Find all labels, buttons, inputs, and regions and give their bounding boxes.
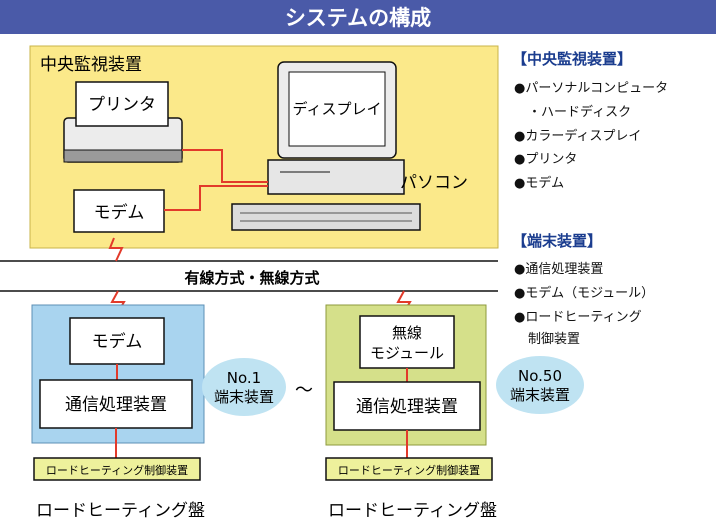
pc-label: パソコン	[400, 173, 468, 193]
terminal-unit-1: モデム 通信処理装置 ロードヒーティング制御装置 ロードヒーティング盤	[31, 304, 205, 521]
central-network-link	[108, 237, 124, 262]
terminal2-board-label: ロードヒーティング盤	[328, 501, 497, 521]
terminal2-processor-label: 通信処理装置	[356, 397, 458, 417]
legend-terminal-heading: 【端末装置】	[512, 232, 602, 250]
terminal-unit-50: 無線 モジュール 通信処理装置 ロードヒーティング制御装置 ロードヒーティング盤	[325, 304, 497, 521]
legend-central-item: ●プリンタ	[514, 152, 577, 167]
legend-terminal-item: ●ロードヒーティング	[514, 310, 642, 325]
monitor-screen	[288, 71, 386, 147]
terminal2-processor-box	[333, 381, 481, 431]
terminal1-badge-label: 端末装置	[214, 388, 274, 406]
terminal1-badge-number: No.1	[227, 369, 261, 387]
terminal2-controller-box	[325, 457, 493, 481]
central-monitoring-area: 中央監視装置 プリンタ モデム ディスプレイ パソコン	[29, 45, 499, 249]
pc-unit	[267, 159, 405, 195]
legend: 【中央監視装置】 ●パーソナルコンピュータ ・ハードディスク ●カラーディスプレ…	[512, 50, 668, 347]
terminal1-modem-box	[69, 317, 165, 365]
printer-pc-link	[182, 149, 268, 183]
legend-central-item: ●モデム	[514, 175, 564, 191]
terminal2-module-label-line1: 無線	[392, 324, 422, 342]
terminal50-badge-label: 端末装置	[510, 386, 570, 404]
legend-central-item: ・ハードディスク	[528, 104, 631, 120]
terminal2-controller-label: ロードヒーティング制御装置	[338, 463, 480, 477]
terminal1-controller-label: ロードヒーティング制御装置	[46, 463, 188, 477]
central-modem-label: モデム	[94, 202, 145, 223]
modem-pc-link	[164, 185, 268, 211]
keyboard	[231, 203, 421, 231]
printer-base	[63, 149, 183, 163]
printer-paper	[75, 81, 169, 127]
terminal1-badge: No.1 端末装置	[202, 358, 286, 416]
range-tilde: 〜	[295, 380, 313, 401]
title-bar: システムの構成	[0, 0, 716, 34]
network-band: 有線方式・無線方式	[0, 237, 498, 313]
terminal2-module-label-line2: モジュール	[370, 344, 444, 362]
terminal2-module-box	[359, 315, 455, 369]
network-label: 有線方式・無線方式	[184, 269, 319, 287]
central-area-label: 中央監視装置	[40, 55, 142, 75]
terminal50-badge-number: No.50	[518, 367, 562, 385]
terminal1-controller-box	[33, 457, 201, 481]
printer-label: プリンタ	[88, 95, 156, 115]
legend-central-heading: 【中央監視装置】	[512, 50, 632, 68]
terminal1-board-label: ロードヒーティング盤	[36, 501, 205, 521]
legend-terminal-item: ●モデム（モジュール）	[514, 285, 654, 301]
diagram-title: システムの構成	[285, 6, 431, 30]
legend-terminal-item: 制御装置	[528, 332, 580, 347]
pc-monitor: ディスプレイ	[231, 61, 421, 231]
legend-terminal-item: ●通信処理装置	[514, 262, 603, 277]
terminal1-processor-box	[39, 379, 193, 429]
terminal1-modem-label: モデム	[92, 331, 143, 352]
terminal50-badge-bg	[496, 356, 584, 414]
legend-central-item: ●カラーディスプレイ	[514, 128, 641, 144]
title-bar-bg	[0, 0, 716, 34]
printer: プリンタ	[63, 81, 183, 163]
terminal1-badge-bg	[202, 358, 286, 416]
terminal50-badge: No.50 端末装置	[496, 356, 584, 414]
display-label: ディスプレイ	[293, 100, 382, 118]
legend-central-item: ●パーソナルコンピュータ	[514, 81, 668, 96]
terminal1-processor-label: 通信処理装置	[65, 395, 167, 415]
